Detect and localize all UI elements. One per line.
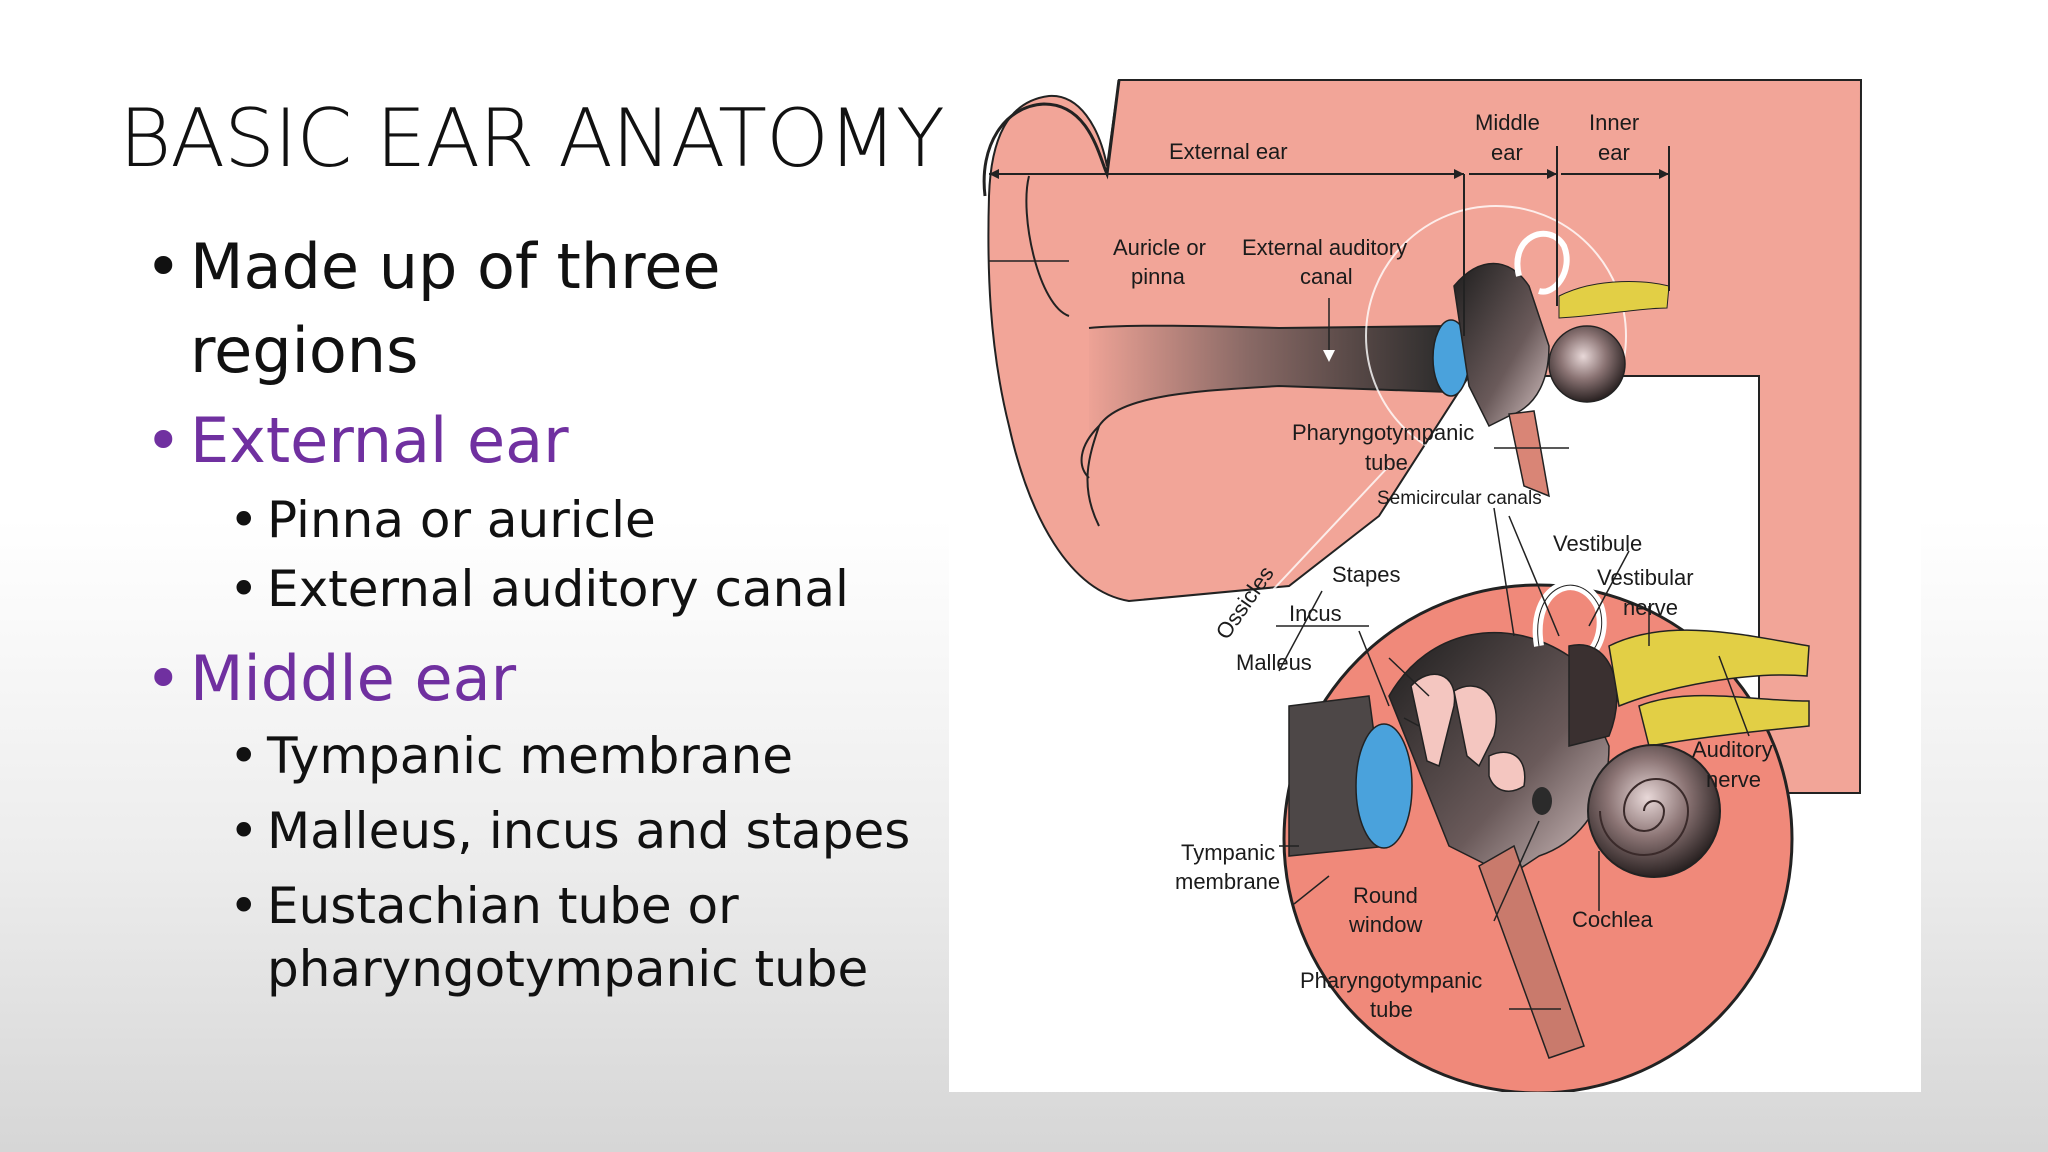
label-external-ear: External ear (1169, 139, 1288, 164)
pharyngotympanic-tube-top (1508, 410, 1550, 498)
semicircular-small (1514, 230, 1570, 295)
slide-title: BASIC EAR ANATOMY (119, 92, 945, 185)
canal-arrowhead (1323, 350, 1335, 362)
cochlea-spiral (1599, 778, 1690, 856)
vestibular-nerve (1608, 629, 1810, 708)
label-middle-ear-1: Middle (1475, 110, 1540, 135)
auditory-nerve-fibers (1638, 694, 1810, 747)
zoom-line-left (1238, 465, 1390, 627)
label-cochlea: Cochlea (1572, 907, 1653, 932)
ear-anatomy-figure: External ear Middle ear Inner ear Auricl… (949, 46, 1921, 1092)
label-pharyngotympanic-bottom-1: Pharyngotympanic (1300, 968, 1482, 993)
label-inner-ear-2: ear (1598, 140, 1630, 165)
bullet-tympanic: Tympanic membrane (145, 725, 925, 788)
label-external-canal-2: canal (1300, 264, 1353, 289)
label-external-canal-inner-1: External auditory (1142, 743, 1285, 764)
label-auditory-nerve-2: nerve (1706, 767, 1761, 792)
label-tympanic-2: membrane (1175, 869, 1280, 894)
stapes (1488, 751, 1526, 792)
bullet-eustachian: Eustachian tube or pharyngotympanic tube (145, 875, 925, 1001)
label-inner-ear-1: Inner (1589, 110, 1639, 135)
leader-lines (989, 260, 1750, 1010)
lower-head-curve (1086, 425, 1100, 527)
ear-anatomy-diagram: External ear Middle ear Inner ear Auricl… (982, 79, 1863, 1092)
auricle-inner-curve (1025, 175, 1070, 317)
label-external-canal-inner-2: canal (1190, 768, 1235, 789)
detail-circle-small (1365, 205, 1627, 467)
auricle-outline (982, 79, 1121, 197)
label-round-window-2: window (1348, 912, 1422, 937)
label-vestibule: Vestibule (1553, 531, 1642, 556)
bullet-three-regions: Made up of three regions (145, 225, 925, 393)
bullet-ossicles: Malleus, incus and stapes (145, 800, 925, 863)
cochlea-small (1548, 325, 1626, 403)
region-dimension-lines (989, 146, 1670, 336)
label-external-canal-1: External auditory (1242, 235, 1407, 260)
label-incus: Incus (1289, 601, 1342, 626)
label-vestibular-nerve-2: nerve (1623, 595, 1678, 620)
label-stapes: Stapes (1332, 562, 1401, 587)
cochlea (1587, 744, 1721, 878)
vestibular-nerve-small (1558, 281, 1670, 319)
label-auricle-1: Auricle or (1113, 235, 1206, 260)
pharyngotympanic-tube (1478, 844, 1585, 1059)
external-canal (1080, 324, 1450, 479)
bullet-external-ear: External ear (145, 399, 925, 483)
incus (1453, 685, 1497, 768)
label-tympanic-1: Tympanic (1181, 840, 1275, 865)
label-auricle-2: pinna (1131, 264, 1186, 289)
label-pharyngotympanic-top-2: tube (1365, 450, 1408, 475)
label-middle-ear-2: ear (1491, 140, 1523, 165)
label-malleus: Malleus (1236, 650, 1312, 675)
tympanic-membrane-large (1355, 723, 1413, 849)
label-pharyngotympanic-top-1: Pharyngotympanic (1292, 420, 1474, 445)
bullet-external-canal: External auditory canal (145, 558, 925, 621)
bullet-middle-ear: Middle ear (145, 637, 925, 721)
label-round-window-1: Round (1353, 883, 1418, 908)
malleus (1410, 673, 1456, 768)
region-arrowheads (989, 169, 1669, 179)
label-vestibular-nerve-1: Vestibular (1597, 565, 1694, 590)
bullet-pinna: Pinna or auricle (145, 489, 925, 552)
bullet-list: Made up of three regions External ear Pi… (145, 225, 925, 1001)
label-auditory-nerve-1: Auditory (1692, 737, 1773, 762)
round-window (1532, 787, 1552, 815)
label-pharyngotympanic-bottom-2: tube (1370, 997, 1413, 1022)
label-semicircular-canals: Semicircular canals (1377, 488, 1542, 509)
tissue-block (987, 79, 1863, 794)
